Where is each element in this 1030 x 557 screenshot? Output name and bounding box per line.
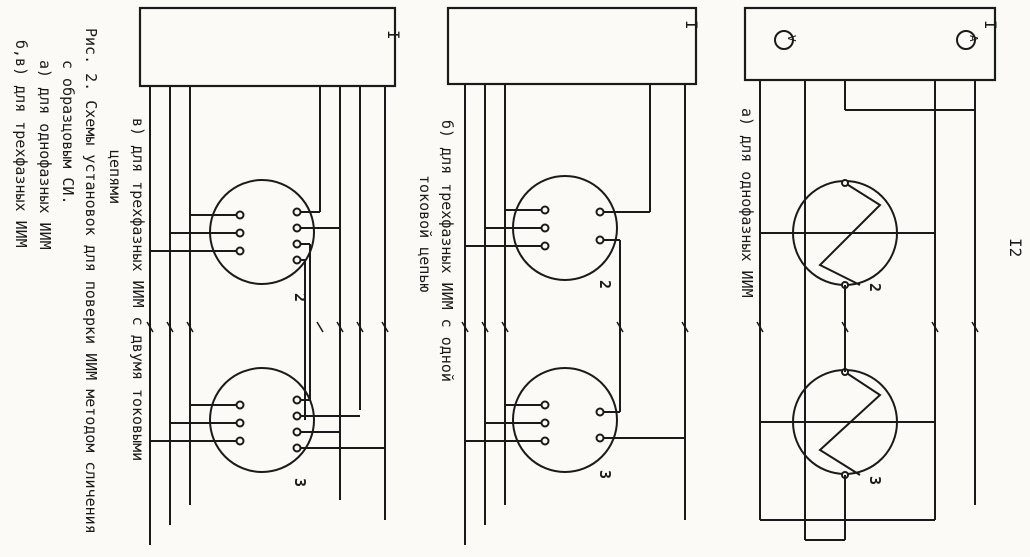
- panel-a: [743, 6, 997, 541]
- meter-3-b: [512, 367, 618, 473]
- panel-a-label: а) для однофазных ИИМ: [738, 108, 756, 298]
- caption-item-b: б,в) для трехфазных ИИМ: [12, 40, 30, 248]
- panel-c-label-line2: цепями: [106, 150, 124, 204]
- panel-b-label-line1: б) для трехфазных ИИМ с одной: [438, 120, 456, 382]
- source-box-a: [743, 6, 997, 82]
- panel-b-label-line2: токовой цепью: [416, 175, 434, 292]
- ammeter-icon: [956, 30, 976, 50]
- panel-c-meter-3-label: 3: [291, 478, 309, 487]
- caption-title-line2: с образцовым СИ.: [59, 60, 77, 205]
- panel-b-meter-2-label: 2: [596, 280, 614, 289]
- panel-c: [138, 6, 397, 545]
- panel-a-meter-2-label: 2: [866, 283, 884, 292]
- panel-a-source-label: I: [981, 20, 1000, 30]
- source-box-b: [446, 6, 698, 86]
- panel-a-meter-3-label: 3: [866, 476, 884, 485]
- panel-c-meter-2-label: 2: [291, 293, 309, 302]
- panel-c-label-line1: в) для трехфазных ИИМ с двумя токовыми: [129, 118, 147, 461]
- caption-item-a: а) для однофазных ИИМ: [36, 60, 54, 250]
- caption-title-line1: Рис. 2. Схемы установок для поверки ИИМ …: [82, 28, 100, 534]
- panel-b-meter-3-label: 3: [596, 470, 614, 479]
- source-box-c: [138, 6, 397, 88]
- panel-c-source-label: I: [384, 30, 403, 40]
- voltmeter-label: V: [785, 35, 798, 42]
- panel-b: [446, 6, 698, 545]
- rotated-page: I2 Рис. 2. Схемы установок для поверки И…: [12, 6, 1025, 545]
- voltmeter-icon: [774, 30, 794, 50]
- ammeter-label: A: [967, 35, 980, 42]
- panel-b-source-label: I: [682, 20, 701, 30]
- meter-3-c: [209, 367, 315, 473]
- figure-caption: Рис. 2. Схемы установок для поверки ИИМ …: [12, 28, 100, 534]
- page-number: I2: [1006, 238, 1025, 257]
